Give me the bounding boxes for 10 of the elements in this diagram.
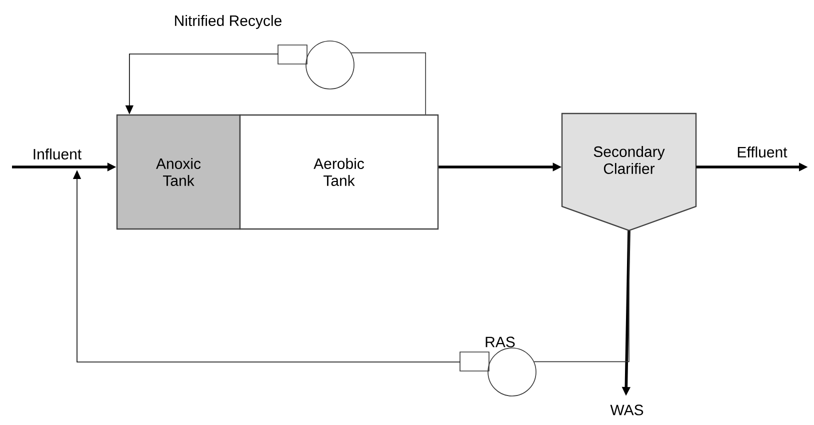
edge-label: WAS	[609, 404, 645, 416]
pump-label: Nitrified Recycle	[175, 15, 282, 29]
edge-label: Effluent	[736, 146, 788, 158]
tank-box: Anoxic Tank	[116, 114, 241, 230]
pump-symbol	[460, 348, 536, 396]
clarifier-tank: Secondary Clarifier	[561, 112, 697, 232]
tank-box: Aerobic Tank	[239, 114, 439, 230]
pump-symbol	[278, 40, 354, 90]
edge-label: Influent	[31, 148, 83, 160]
pump-label: RAS	[486, 336, 515, 348]
